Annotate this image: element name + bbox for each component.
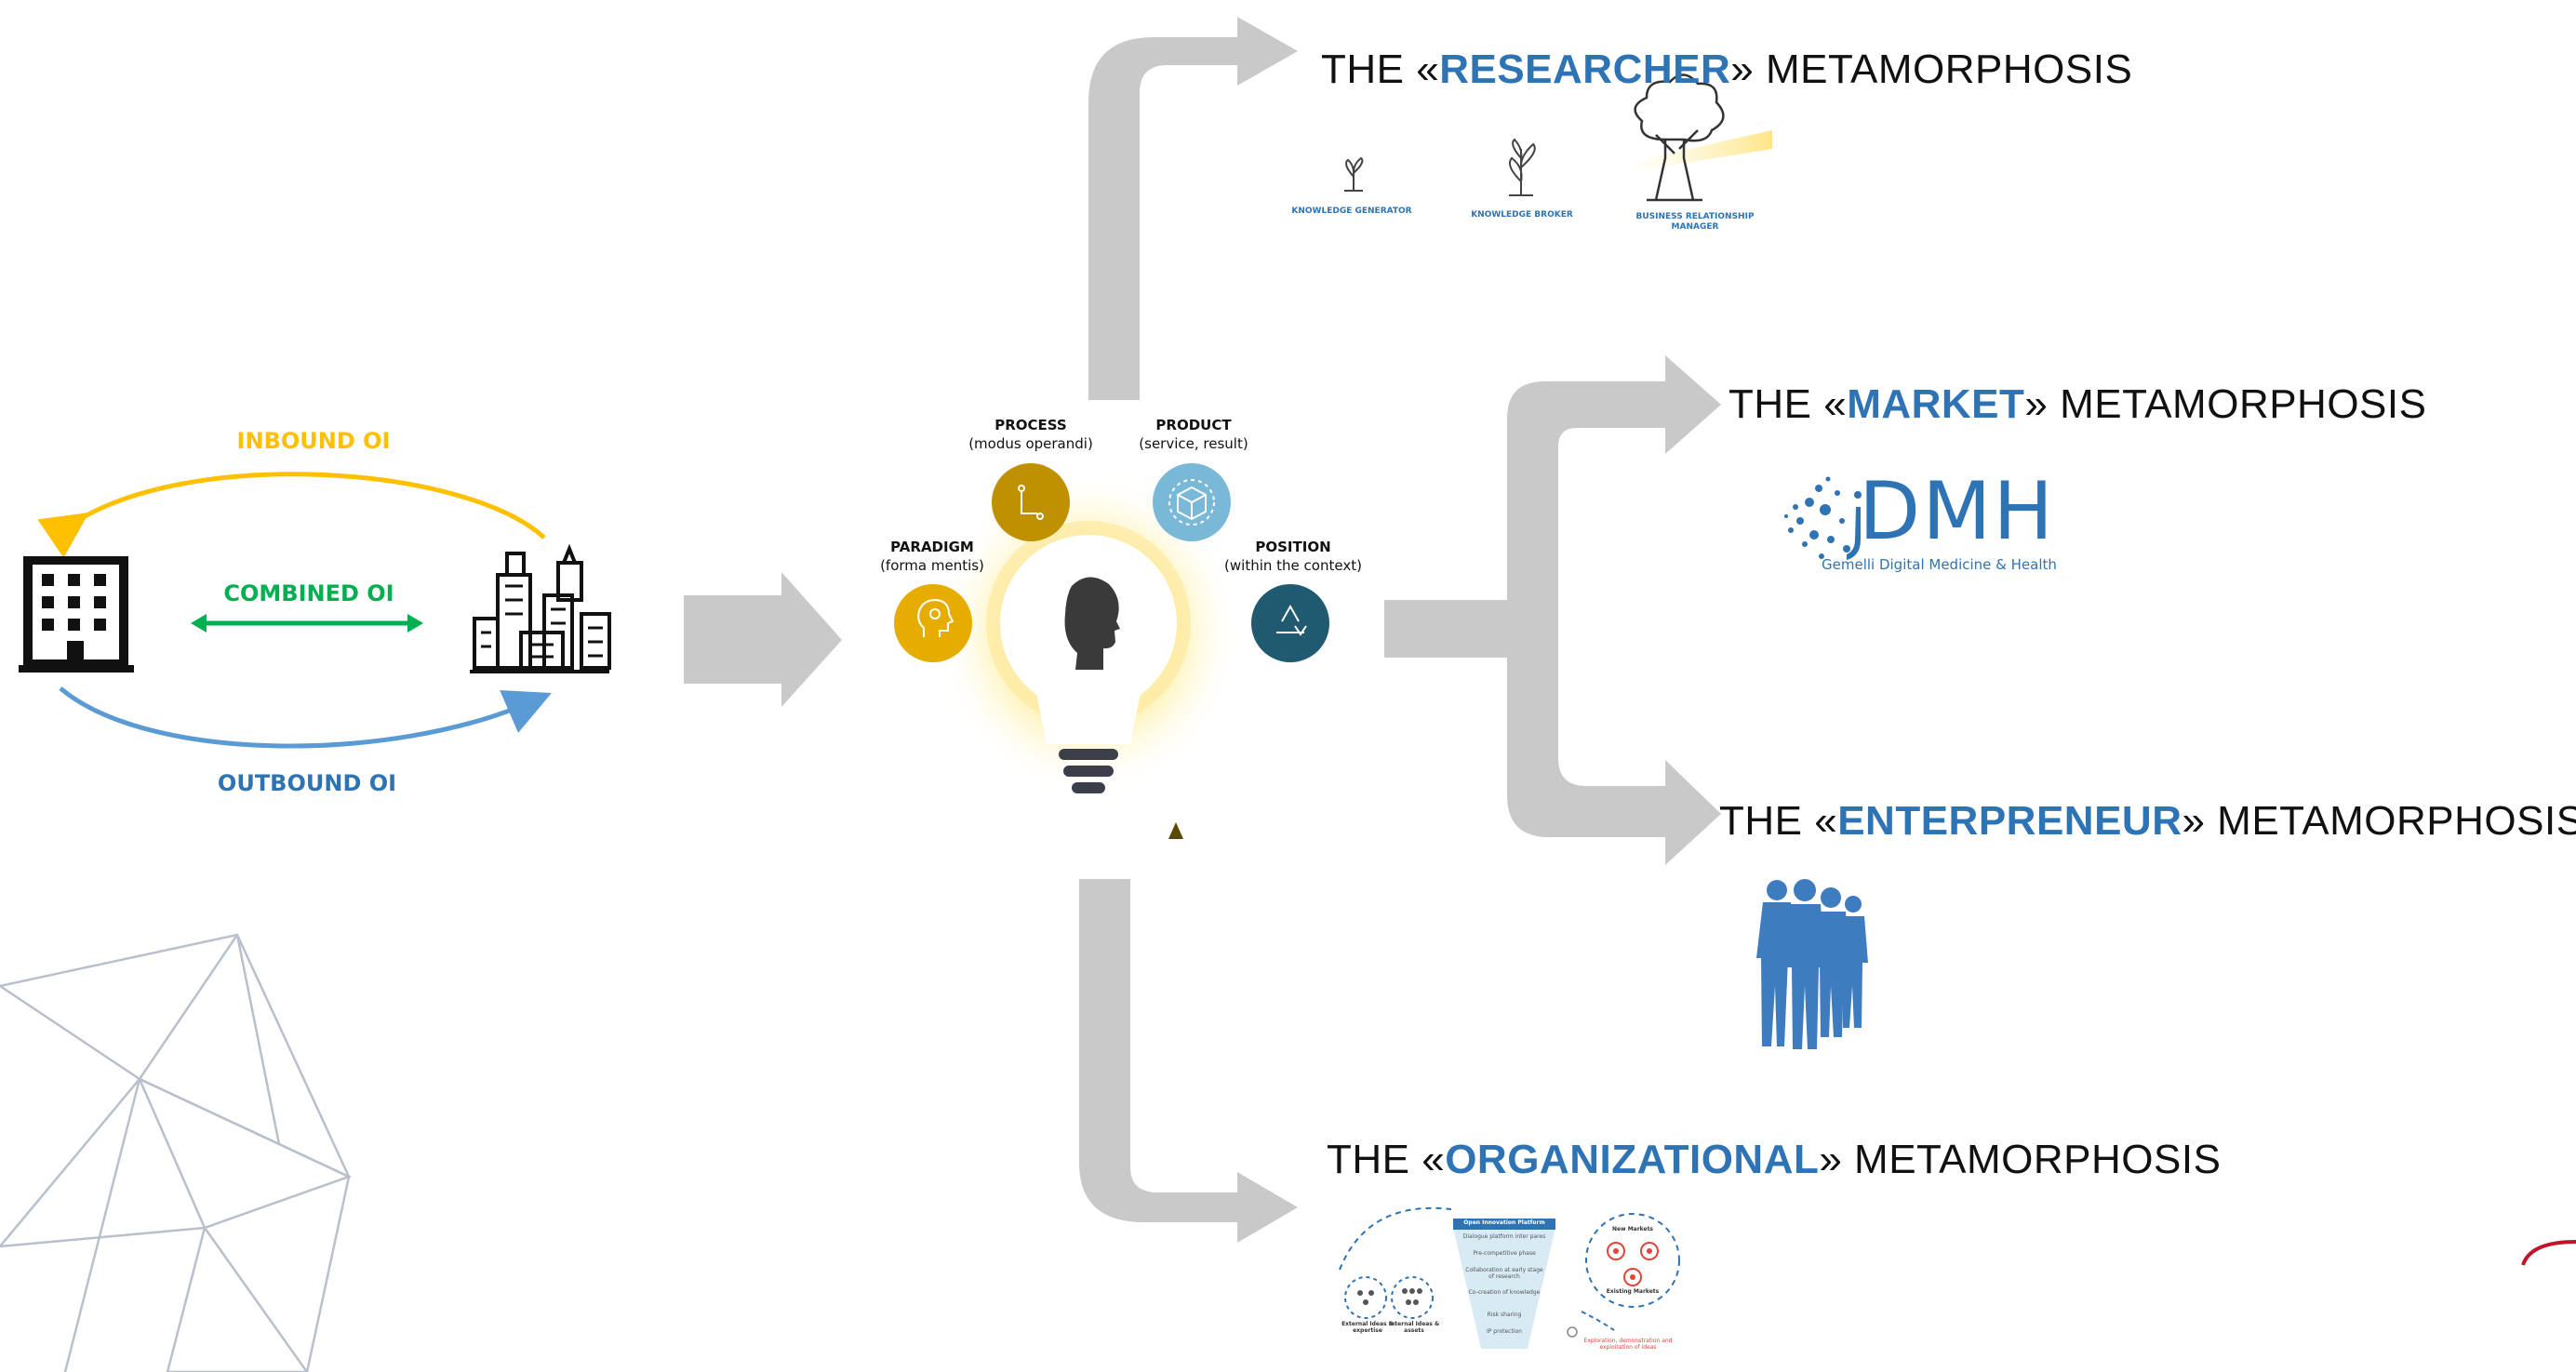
oip-external-label: External Ideas & expertise: [1341, 1321, 1394, 1334]
market-heading-suffix: » METAMORPHOSIS: [2024, 381, 2427, 427]
product-sub: (service, result): [1139, 435, 1248, 452]
combined-arrow: [191, 614, 423, 633]
oip-item-4: Co-creation of knowledge: [1468, 1289, 1541, 1296]
paradigm-title: PARADIGM: [890, 539, 974, 555]
researcher-heading: THE «RESEARCHER» METAMORPHOSIS: [1321, 47, 2132, 93]
outbound-oi-label: OUTBOUND OI: [217, 770, 397, 796]
process-sub: (modus operandi): [968, 435, 1093, 452]
market-heading-prefix: THE «: [1728, 381, 1848, 427]
open-innovation-platform-diagram: [1339, 1206, 1680, 1349]
oip-item-2: Pre-competitive phase: [1473, 1250, 1536, 1257]
organizational-heading: THE «ORGANIZATIONAL» METAMORPHOSIS: [1327, 1137, 2221, 1183]
gdmh-logo-letters: DMH: [1859, 465, 2056, 558]
process-circle: [992, 463, 1070, 541]
entrepreneur-heading: THE «ENTERPRENEUR» METAMORPHOSIS: [1719, 798, 2576, 845]
oip-item-6: IP protection: [1487, 1328, 1522, 1335]
combined-oi-label: COMBINED OI: [223, 580, 394, 606]
entrepreneur-heading-keyword: ENTERPRENEUR: [1837, 798, 2182, 844]
position-label: POSITION (within the context): [1154, 538, 1433, 575]
position-sub: (within the context): [1224, 557, 1362, 574]
researcher-growth-icons: [1344, 73, 1772, 202]
open-innovation-cycle: [37, 472, 552, 749]
researcher-heading-suffix: » METAMORPHOSIS: [1730, 47, 2133, 92]
position-circle: [1251, 584, 1329, 662]
entrepreneur-heading-prefix: THE «: [1719, 798, 1838, 844]
market-heading: THE «MARKET» METAMORPHOSIS: [1728, 381, 2426, 428]
product-cube-icon: [1168, 479, 1215, 526]
paradigm-head-icon: [917, 598, 954, 637]
entrepreneur-heading-suffix: » METAMORPHOSIS: [2182, 798, 2576, 844]
paradigm-sub: (forma mentis): [880, 557, 984, 574]
businesspeople-icon: [1756, 879, 1868, 1049]
outbound-arrow: [59, 686, 552, 749]
connector-arrows: [1079, 17, 1721, 1243]
inbound-oi-label: INBOUND OI: [236, 428, 391, 454]
oip-existing-markets: Existing Markets: [1606, 1288, 1660, 1295]
lightbulb-icon: [935, 470, 1242, 795]
small-triangle-marker: [1168, 822, 1183, 839]
main-right-arrow: [684, 572, 842, 707]
oip-exploration-label: Exploration, demonstration and exploitat…: [1583, 1338, 1673, 1351]
researcher-heading-keyword: RESEARCHER: [1439, 47, 1731, 92]
oip-new-markets: New Markets: [1611, 1226, 1654, 1232]
position-recycle-icon: [1276, 604, 1307, 636]
building-icon: [19, 556, 134, 673]
head-silhouette-icon: [1064, 577, 1120, 670]
inbound-arrow: [37, 472, 546, 558]
city-icon: [470, 543, 611, 673]
organizational-heading-keyword: ORGANIZATIONAL: [1445, 1137, 1820, 1182]
product-label: PRODUCT (service, result): [1054, 416, 1333, 453]
stage-knowledge-generator: KNOWLEDGE GENERATOR: [1291, 206, 1412, 216]
process-label: PROCESS (modus operandi): [891, 416, 1170, 453]
market-heading-keyword: MARKET: [1847, 381, 2025, 427]
organizational-heading-prefix: THE «: [1327, 1137, 1446, 1182]
gdmh-logo-tagline: Gemelli Digital Medicine & Health: [1822, 556, 2057, 573]
paradigm-label: PARADIGM (forma mentis): [793, 538, 1072, 575]
oip-item-5: Risk sharing: [1487, 1312, 1522, 1318]
seedling-icon: [1344, 156, 1364, 192]
sprout-icon: [1509, 138, 1536, 196]
oip-item-1: Dialogue platform inter pares: [1462, 1233, 1546, 1240]
gdmh-logo-mark: [1784, 476, 1862, 560]
paradigm-circle: [894, 584, 972, 662]
oip-item-3: Collaboration at early stage of research: [1465, 1267, 1543, 1280]
position-title: POSITION: [1255, 539, 1331, 555]
organizational-heading-suffix: » METAMORPHOSIS: [1819, 1137, 2222, 1182]
oip-header: Open Innovation Platform: [1463, 1219, 1545, 1226]
tree-icon: [1634, 73, 1725, 202]
process-flow-icon: [1018, 485, 1044, 520]
stage-business-relationship-manager: BUSINESS RELATIONSHIP MANAGER: [1635, 212, 1755, 232]
product-title: PRODUCT: [1155, 417, 1232, 433]
oip-internal-label: Internal Ideas & assets: [1388, 1321, 1440, 1334]
wireframe-decoration: [0, 933, 353, 1372]
researcher-heading-prefix: THE «: [1321, 47, 1440, 92]
stage-knowledge-broker: KNOWLEDGE BROKER: [1471, 210, 1573, 220]
red-arc-decoration: [2521, 1240, 2576, 1266]
process-title: PROCESS: [994, 417, 1067, 433]
